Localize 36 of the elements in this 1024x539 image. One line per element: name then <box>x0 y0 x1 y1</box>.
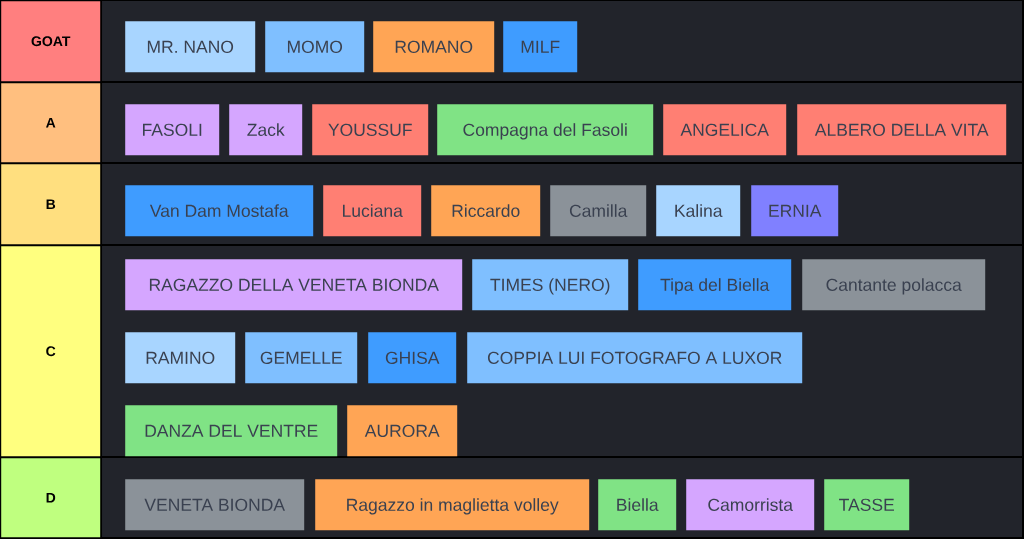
item-card: ERNIA <box>751 185 839 237</box>
item-card: TIMES (NERO) <box>472 259 629 311</box>
item-card: Cantante polacca <box>802 259 986 311</box>
item-card: Luciana <box>323 185 422 237</box>
item-card: MR. NANO <box>125 21 256 73</box>
tier-label: C <box>1 246 101 457</box>
item-card: Ragazzo in maglietta volley <box>315 479 590 531</box>
tier-label: D <box>1 458 101 538</box>
item-card: Camilla <box>550 185 647 237</box>
item-card: Tipa del Biella <box>638 259 792 311</box>
item-card: Van Dam Mostafa <box>125 185 314 237</box>
item-card: VENETA BIONDA <box>125 479 305 531</box>
item-card: ANGELICA <box>663 104 787 156</box>
item-card: Biella <box>598 479 677 531</box>
item-card: Camorrista <box>686 479 815 531</box>
item-card: ALBERO DELLA VITA <box>797 104 1007 156</box>
item-card: ROMANO <box>373 21 495 73</box>
item-card: YOUSSUF <box>312 104 429 156</box>
item-card: GHISA <box>368 332 457 384</box>
item-card: FASOLI <box>125 104 220 156</box>
item-card: RAGAZZO DELLA VENETA BIONDA <box>125 259 463 311</box>
tier-label: A <box>1 83 101 163</box>
item-card: Kalina <box>656 185 741 237</box>
tier-label: GOAT <box>1 1 101 82</box>
item-card: MOMO <box>265 21 365 73</box>
item-card: MILF <box>503 21 578 73</box>
tier-label: B <box>1 164 101 245</box>
item-card: RAMINO <box>125 332 236 384</box>
item-card: Compagna del Fasoli <box>437 104 654 156</box>
item-card: Zack <box>229 104 303 156</box>
item-card: COPPIA LUI FOTOGRAFO A LUXOR <box>467 332 803 384</box>
item-card: TASSE <box>824 479 910 531</box>
item-card: GEMELLE <box>245 332 358 384</box>
item-card: Riccardo <box>431 185 541 237</box>
item-card: AURORA <box>347 405 458 457</box>
item-card: DANZA DEL VENTRE <box>125 405 338 457</box>
